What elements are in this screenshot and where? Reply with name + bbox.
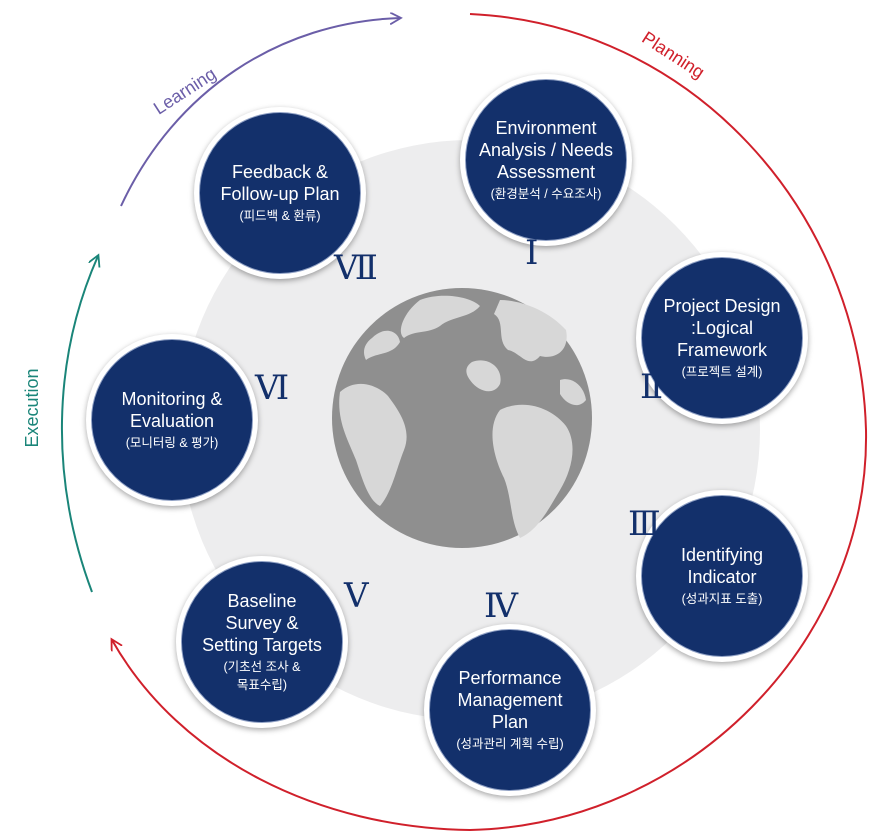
step-1-numeral: Ⅰ [525,235,539,272]
step-3-numeral: Ⅲ [628,506,661,543]
step-7-subtitle: (피드백 & 환류) [239,209,321,223]
step-3-title: Identifying Indicator [680,545,764,587]
phase-label-planning: Planning [638,28,708,83]
globe-icon [332,288,592,548]
step-6-numeral: Ⅵ [255,370,290,407]
learning-arrow [120,18,400,207]
step-1-subtitle: (환경분석 / 수요조사) [490,187,602,201]
step-4-subtitle: (성과관리 계획 수립) [456,737,564,751]
step-6-subtitle: (모니터링 & 평가) [125,436,219,450]
step-2-numeral: Ⅱ [640,369,664,406]
planning-arrow [112,13,868,832]
step-7-title: Feedback & Follow-up Plan [220,162,340,204]
step-2-subtitle: (프로젝트 설계) [681,365,763,379]
phase-label-execution: Execution [22,368,42,447]
step-node-4: Performance Management Plan (성과관리 계획 수립) [424,624,596,796]
step-3-subtitle: (성과지표 도출) [681,592,763,606]
step-4-title: Performance Management Plan [457,668,563,732]
step-node-5: Baseline Survey & Setting Targets (기초선 조… [176,556,348,728]
step-5-subtitle: (기초선 조사 & 목표수립) [223,660,301,692]
step-5-title: Baseline Survey & Setting Targets [202,591,322,655]
step-node-7: Feedback & Follow-up Plan (피드백 & 환류) [194,107,366,279]
step-node-6: Monitoring & Evaluation (모니터링 & 평가) [86,334,258,506]
step-4-numeral: Ⅳ [484,588,518,625]
step-7-numeral: Ⅶ [334,250,378,287]
step-node-2: Project Design :Logical Framework (프로젝트 … [636,252,808,424]
step-6-title: Monitoring & Evaluation [121,389,223,431]
step-node-3: Identifying Indicator (성과지표 도출) [636,490,808,662]
execution-arrow [60,256,98,593]
step-1-title: Environment Analysis / Needs Assessment [478,118,614,182]
step-2-title: Project Design :Logical Framework [663,296,781,360]
step-5-numeral: Ⅴ [344,578,369,615]
step-node-1: Environment Analysis / Needs Assessment … [460,74,632,246]
